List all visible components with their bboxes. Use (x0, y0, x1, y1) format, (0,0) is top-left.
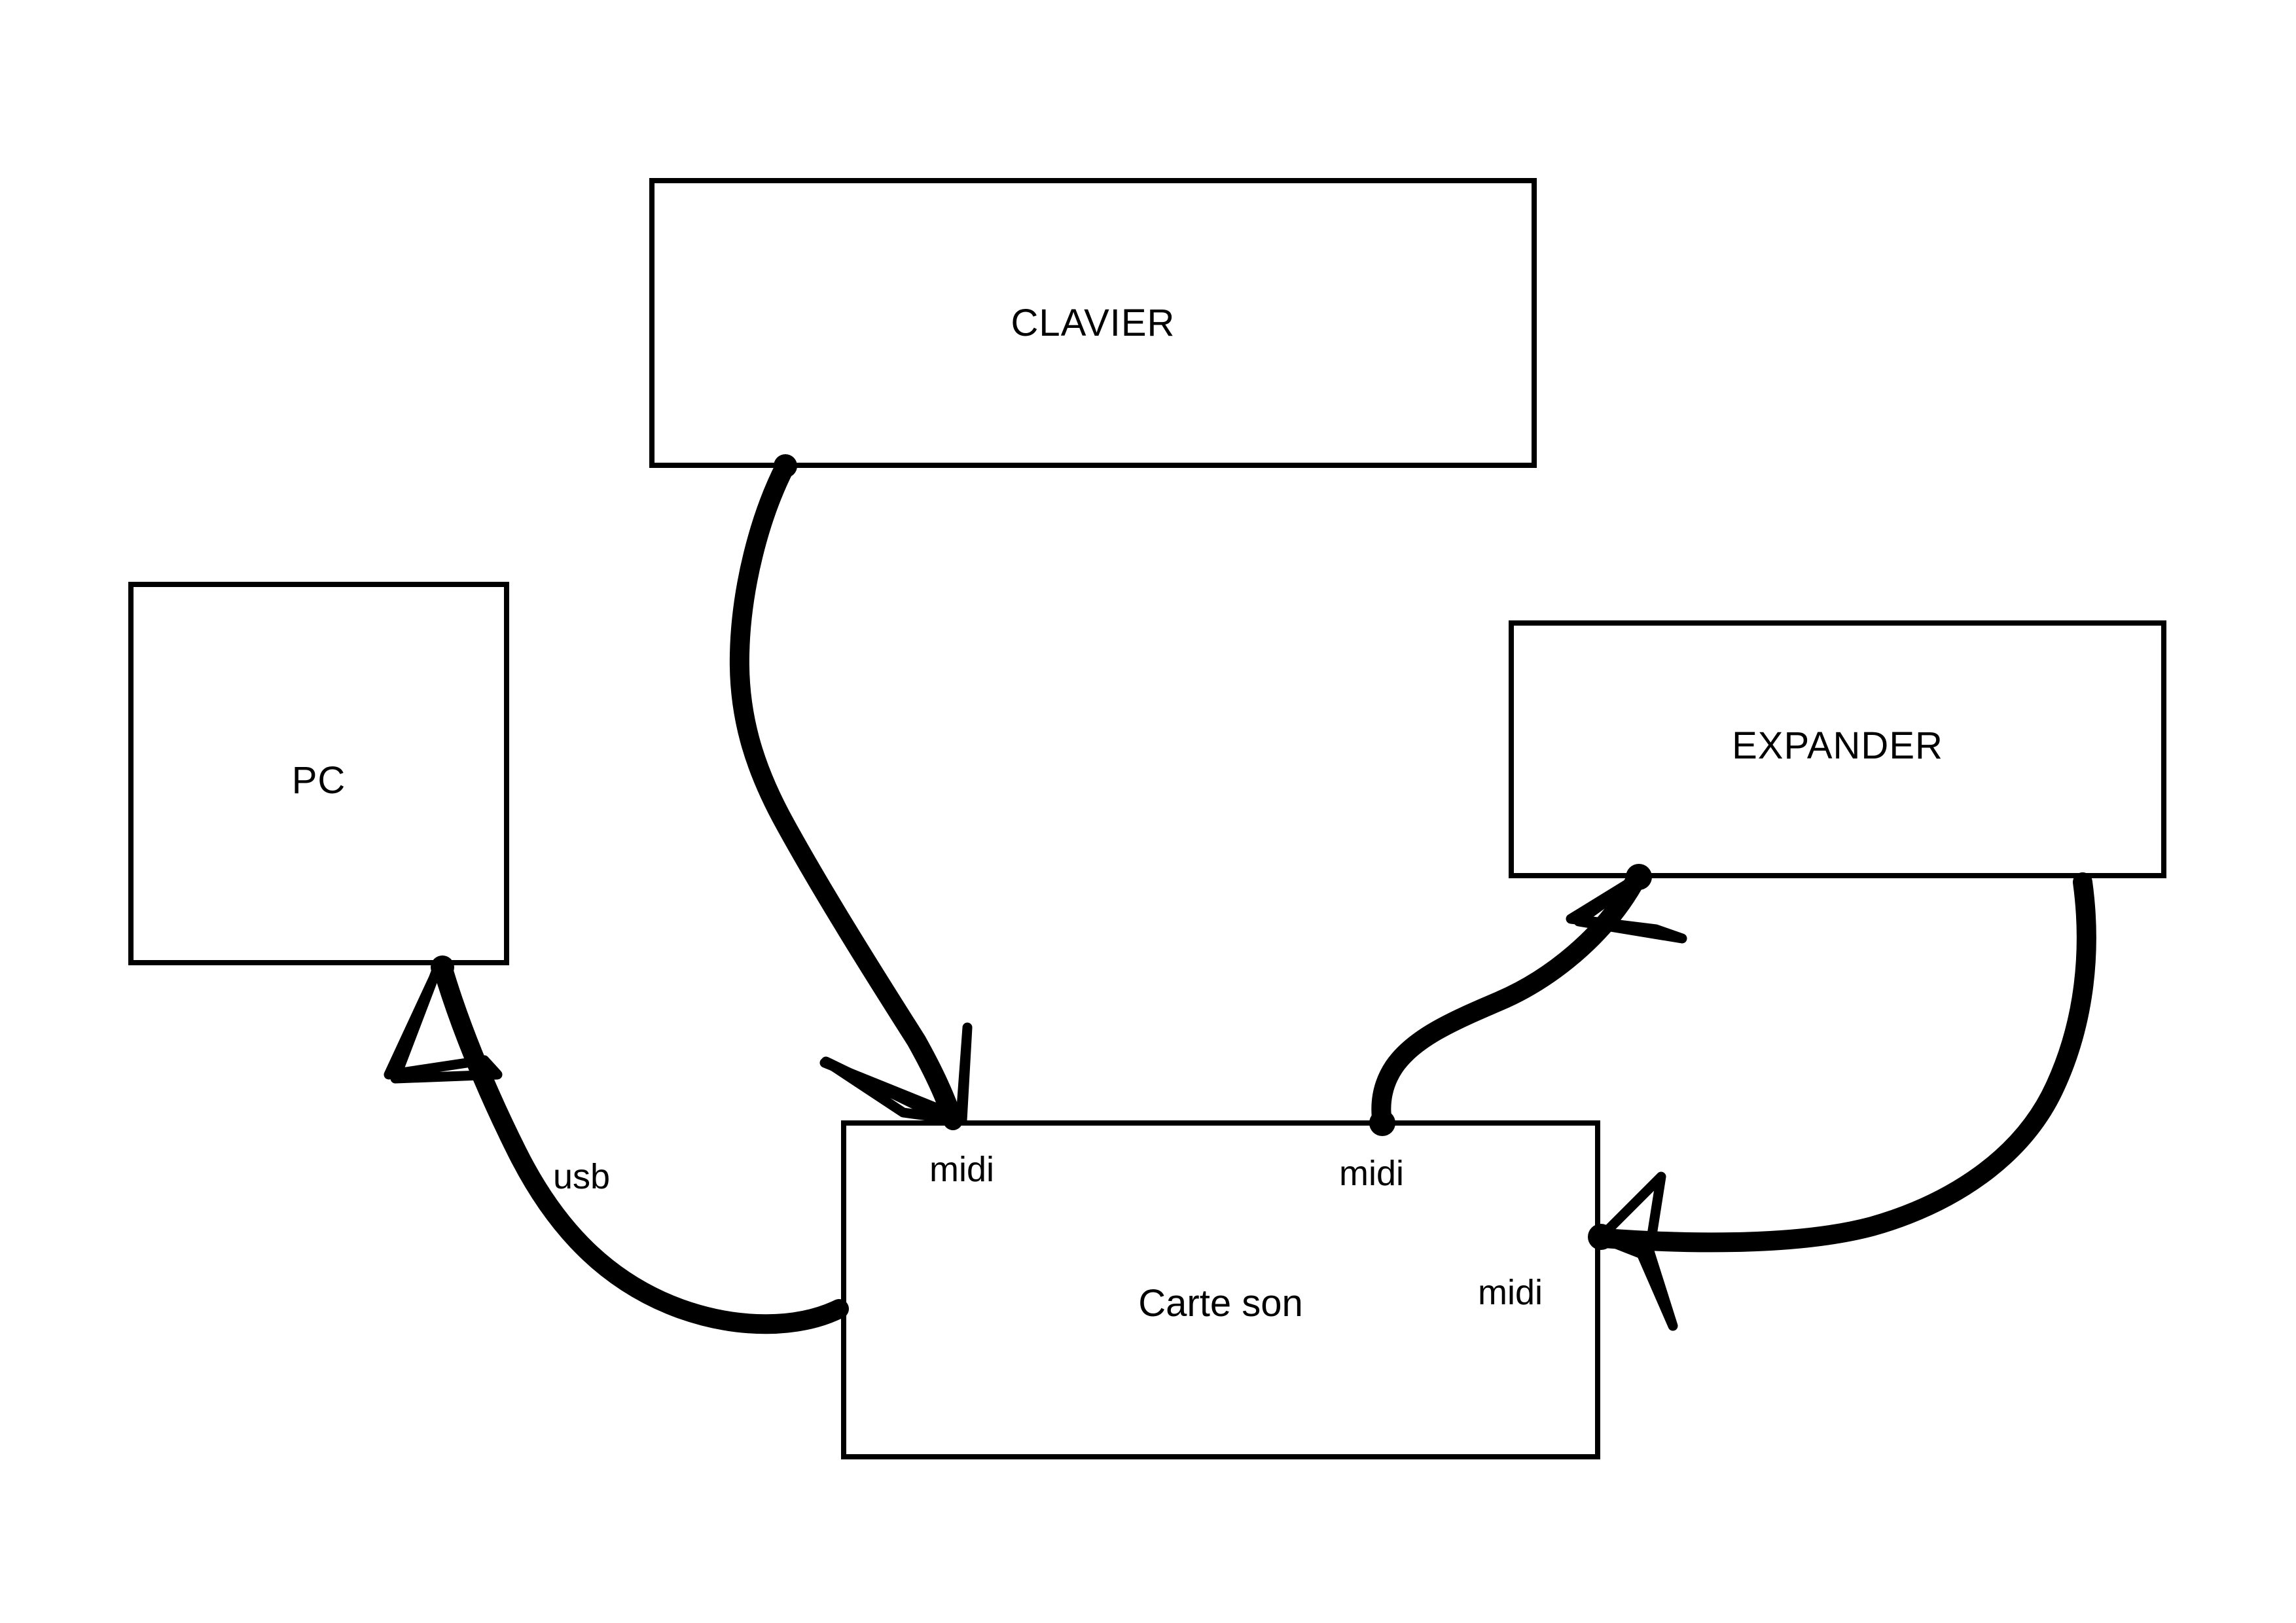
cable-expander-to-cartesn (1588, 872, 2096, 1331)
node-pc-label: PC (291, 759, 346, 802)
cable-cartesn-to-expander (1369, 864, 1687, 1136)
node-clavier-label: CLAVIER (1011, 302, 1175, 344)
port-label-midi-right: midi (1478, 1273, 1543, 1312)
node-pc[interactable]: PC (128, 582, 509, 965)
port-label-midi-in: midi (929, 1150, 995, 1189)
node-expander-label: EXPANDER (1732, 724, 1943, 767)
cable-clavier-to-cartesn (729, 454, 973, 1130)
node-carte-son[interactable]: Carte son (841, 1120, 1600, 1459)
port-label-midi-out: midi (1339, 1154, 1405, 1193)
node-carte-son-label: Carte son (1138, 1282, 1303, 1325)
node-clavier[interactable]: CLAVIER (649, 178, 1537, 468)
node-expander[interactable]: EXPANDER (1509, 620, 2166, 878)
cable-pc-to-cartesn-usb (384, 955, 849, 1334)
cable-label-usb: usb (553, 1157, 611, 1196)
